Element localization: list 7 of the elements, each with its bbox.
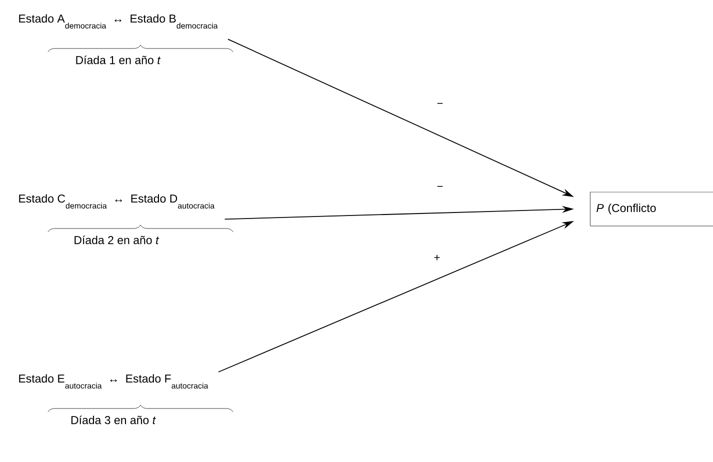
outcome-box: P (Conflicto	[590, 192, 713, 226]
edge-label: −	[436, 102, 444, 108]
edge-label: −	[436, 184, 444, 192]
dyad-label: Estado A democracia ↔ Estado B democracia Díada 1 en año t	[19, 14, 218, 64]
dyad-label: Estado C democracia ↔ Estado D autocracia Díada 2 en año t	[19, 194, 215, 244]
edge-label: +	[432, 254, 442, 262]
dyad-label: Estado E autocracia ↔ Estado F autocracia Díada 3 en año t	[19, 374, 208, 424]
